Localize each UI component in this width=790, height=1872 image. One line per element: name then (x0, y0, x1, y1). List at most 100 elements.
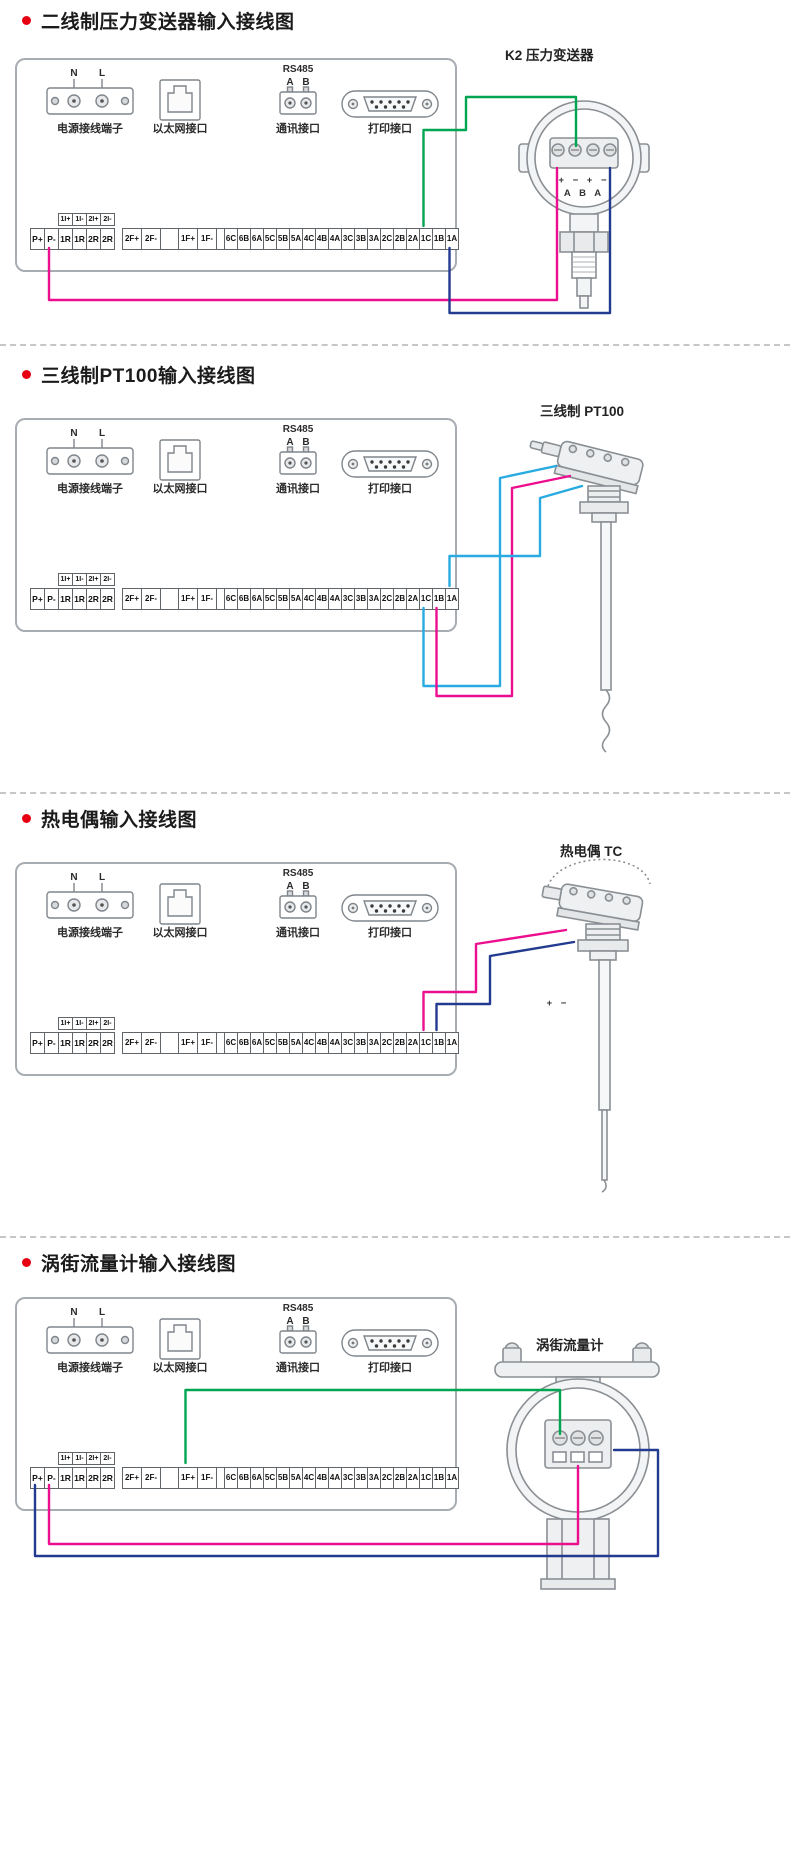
power-terminal-icon: N L (46, 872, 134, 919)
terminal-cell: 5B (277, 588, 290, 610)
svg-text:B: B (302, 77, 309, 88)
svg-text:B: B (302, 1316, 309, 1327)
terminal-cell: 1R (73, 1467, 87, 1489)
terminal-cell: 2R (101, 1467, 115, 1489)
terminal-cell: 6A (251, 1032, 264, 1054)
terminal-cell: 2C (381, 588, 394, 610)
power-terminal-label: 电源接线端子 (57, 483, 123, 495)
terminal-cell: 1F- (198, 228, 217, 250)
terminal-cell: 6C (225, 228, 238, 250)
terminal-cell: 2A (407, 1467, 420, 1489)
terminal-cell: 1R (73, 228, 87, 250)
terminal-cell: 4A (329, 588, 342, 610)
ethernet-port-icon (159, 883, 201, 925)
rs485-connector-icon: RS485 A B (279, 868, 317, 919)
terminal-cell: 2C (381, 1467, 394, 1489)
blank-terminal-cell (217, 588, 225, 610)
print-label: 打印接口 (368, 1362, 412, 1374)
terminal-cell: 2B (394, 1467, 407, 1489)
terminal-cell: 5C (264, 1032, 277, 1054)
bullet-icon (22, 813, 31, 823)
terminal-cell: P- (45, 1467, 59, 1489)
pressure-transmitter-device: + − + − A B A (518, 100, 650, 309)
terminal-cell: 4C (303, 1032, 316, 1054)
terminal-cell: 3C (342, 588, 355, 610)
power-terminal-icon: N L (46, 68, 134, 115)
wire-1b-to-tc (435, 940, 576, 1032)
terminal-cell: 1B (433, 228, 446, 250)
terminal-cell: 1R (73, 588, 87, 610)
terminal-cell: 2R (87, 1467, 101, 1489)
comm-label: 通讯接口 (276, 483, 320, 495)
terminal-cell: 2F- (142, 228, 161, 250)
rs485-connector-icon: RS485 A B (279, 64, 317, 115)
terminal-cell: 1I- (73, 213, 87, 226)
bullet-icon (22, 1257, 31, 1267)
terminal-cell: 1I+ (59, 573, 73, 586)
rs485-connector-icon: RS485 A B (279, 1303, 317, 1354)
svg-text:L: L (99, 872, 105, 883)
section-4-title: 涡街流量计输入接线图 (41, 1253, 237, 1275)
svg-text:A: A (286, 1316, 293, 1327)
terminal-cell: 3B (355, 228, 368, 250)
svg-text:B: B (302, 881, 309, 892)
pt100-device (529, 440, 644, 753)
dashed-separator (0, 1236, 790, 1238)
terminal-cell: 2R (101, 1032, 115, 1054)
terminal-cell: P- (45, 228, 59, 250)
terminal-cell: 1F- (198, 1467, 217, 1489)
terminal-cell: 1I+ (59, 1452, 73, 1465)
terminal-cell: 2I+ (87, 213, 101, 226)
terminal-cell: 6B (238, 588, 251, 610)
blank-terminal-cell (161, 1467, 179, 1489)
svg-text:B: B (302, 437, 309, 448)
terminal-cell: 2R (87, 1032, 101, 1054)
terminal-cell: 5A (290, 1032, 303, 1054)
section-2-title: 三线制PT100输入接线图 (41, 365, 256, 387)
terminal-cell: 2F- (142, 1467, 161, 1489)
terminal-cell: 1I+ (59, 213, 73, 226)
wire-1a-to-transmitter (448, 166, 612, 315)
terminal-cell: 1F+ (179, 588, 198, 610)
terminal-cell: 2I- (101, 573, 115, 586)
power-terminal-label: 电源接线端子 (57, 1362, 123, 1374)
terminal-cell: 1A (446, 588, 459, 610)
section-1-title-row: 二线制压力变送器输入接线图 (22, 6, 295, 34)
power-terminal-icon: N L (46, 428, 134, 475)
section-1-title: 二线制压力变送器输入接线图 (41, 11, 295, 33)
io-header-strip: 1I+1I-2I+2I- (58, 1452, 115, 1465)
print-label: 打印接口 (368, 483, 412, 495)
comm-label: 通讯接口 (276, 927, 320, 939)
terminal-cell: 2C (381, 1032, 394, 1054)
terminal-cell: 3B (355, 1467, 368, 1489)
device-label-vortex-flowmeter: 涡街流量计 (536, 1338, 604, 1353)
terminal-cell: 5C (264, 228, 277, 250)
terminal-cell: 6A (251, 1467, 264, 1489)
terminal-cell: 4C (303, 1467, 316, 1489)
terminal-cell: 4B (316, 228, 329, 250)
terminal-cell: P- (45, 588, 59, 610)
terminal-cell: 4C (303, 588, 316, 610)
comm-label: 通讯接口 (276, 123, 320, 135)
terminal-cell: 5B (277, 1032, 290, 1054)
blank-terminal-cell (161, 588, 179, 610)
terminal-cell: 1I+ (59, 1017, 73, 1030)
ethernet-label: 以太网接口 (152, 483, 208, 495)
svg-text:L: L (99, 428, 105, 439)
terminal-cell: 2B (394, 588, 407, 610)
panel-graphics: N L RS485 A B (46, 1303, 439, 1360)
terminal-cell: 2R (87, 228, 101, 250)
terminal-cell: 6C (225, 588, 238, 610)
io-header-strip: 1I+1I-2I+2I- (58, 573, 115, 586)
terminal-cell: 1R (59, 1032, 73, 1054)
terminal-cell: 2F+ (123, 588, 142, 610)
terminal-cell: 2R (101, 228, 115, 250)
svg-text:RS485: RS485 (283, 868, 314, 879)
svg-text:L: L (99, 1307, 105, 1318)
terminal-cell: 1C (420, 228, 433, 250)
svg-text:N: N (70, 1307, 77, 1318)
terminal-cell: 1C (420, 1467, 433, 1489)
bullet-icon (22, 369, 31, 379)
